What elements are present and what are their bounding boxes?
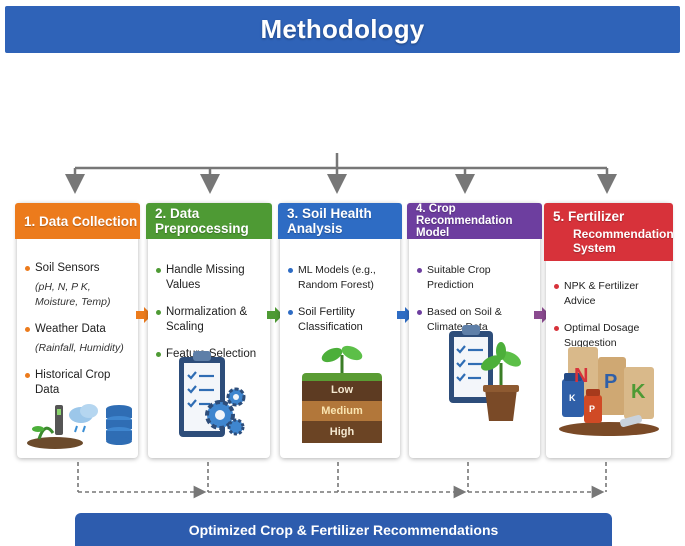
step-items: Handle Missing Values Normalization & Sc… bbox=[156, 263, 266, 374]
footer-label: Optimized Crop & Fertilizer Recommendati… bbox=[188, 521, 499, 538]
soil-layers-icon: Low Medium High bbox=[302, 341, 382, 447]
soil-level-low: Low bbox=[331, 384, 353, 396]
flow-arrow-2 bbox=[267, 307, 283, 323]
step-card-fertilizer-recommendation: 5. Fertilizer Recommendation System NPK … bbox=[544, 203, 674, 458]
list-item: Suitable Crop Prediction bbox=[417, 263, 536, 293]
step-items: Soil Sensors(pH, N, P K, Moisture, Temp)… bbox=[25, 261, 134, 410]
footer-banner: Optimized Crop & Fertilizer Recommendati… bbox=[75, 513, 612, 546]
step-card-data-collection: 1. Data Collection Soil Sensors(pH, N, P… bbox=[15, 203, 140, 458]
list-item: Soil Fertility Classification bbox=[288, 305, 396, 335]
step-title: 1. Data Collection bbox=[24, 213, 138, 229]
step-header: 5. Fertilizer Recommendation System bbox=[544, 203, 674, 261]
step-header: 2. Data Preprocessing bbox=[146, 203, 272, 239]
soil-level-medium: Medium bbox=[321, 405, 363, 417]
list-item: Optimal Dosage Suggestion bbox=[554, 321, 667, 351]
step-header: 1. Data Collection bbox=[15, 203, 140, 239]
list-item: ML Models (e.g., Random Forest) bbox=[288, 263, 396, 293]
step-title: 3. Soil Health Analysis bbox=[287, 206, 372, 236]
step-title-line1: 5. Fertilizer bbox=[553, 209, 625, 224]
bag-letter-p: P bbox=[604, 371, 618, 393]
clipboard-gears-icon bbox=[179, 351, 246, 437]
step-title: 2. Data Preprocessing bbox=[155, 206, 249, 236]
sensors-weather-database-icon bbox=[27, 404, 132, 449]
step-card-data-preprocessing: 2. Data Preprocessing Handle Missing Val… bbox=[146, 203, 272, 458]
step-title: 4. Crop Recommendation Model bbox=[416, 203, 513, 239]
bag-letter-k: K bbox=[631, 381, 646, 403]
bottle-letter-k: K bbox=[569, 393, 576, 403]
list-item: NPK & Fertilizer Advice bbox=[554, 279, 667, 309]
checklist-plant-icon bbox=[449, 325, 521, 421]
step-items: NPK & Fertilizer Advice Optimal Dosage S… bbox=[554, 279, 667, 363]
soil-level-high: High bbox=[329, 426, 355, 438]
list-item: Normalization & Scaling bbox=[156, 305, 266, 335]
step-card-soil-health-analysis: 3. Soil Health Analysis ML Models (e.g.,… bbox=[278, 203, 402, 458]
step-header: 4. Crop Recommendation Model bbox=[407, 203, 542, 239]
bag-letter-n: N bbox=[574, 365, 589, 387]
top-feedback-connector bbox=[65, 153, 617, 194]
bottle-letter-p: P bbox=[589, 404, 596, 414]
step-header: 3. Soil Health Analysis bbox=[278, 203, 402, 239]
fertilizer-bags-icon: N P K K P bbox=[554, 343, 664, 438]
page-title: Methodology bbox=[260, 14, 425, 44]
list-item: Weather Data(Rainfall, Humidity) bbox=[25, 322, 134, 356]
step-card-crop-recommendation-model: 4. Crop Recommendation Model Suitable Cr… bbox=[407, 203, 542, 458]
list-item: Soil Sensors(pH, N, P K, Moisture, Temp) bbox=[25, 261, 134, 310]
step-items: Suitable Crop Prediction Based on Soil &… bbox=[417, 263, 536, 347]
list-item: Handle Missing Values bbox=[156, 263, 266, 293]
step-title-line2: Recommendation System bbox=[573, 227, 674, 255]
list-item: Historical Crop Data bbox=[25, 368, 134, 398]
step-items: ML Models (e.g., Random Forest) Soil Fer… bbox=[288, 263, 396, 347]
bottom-dashed-connector bbox=[77, 462, 607, 499]
title-banner: Methodology bbox=[5, 6, 680, 53]
